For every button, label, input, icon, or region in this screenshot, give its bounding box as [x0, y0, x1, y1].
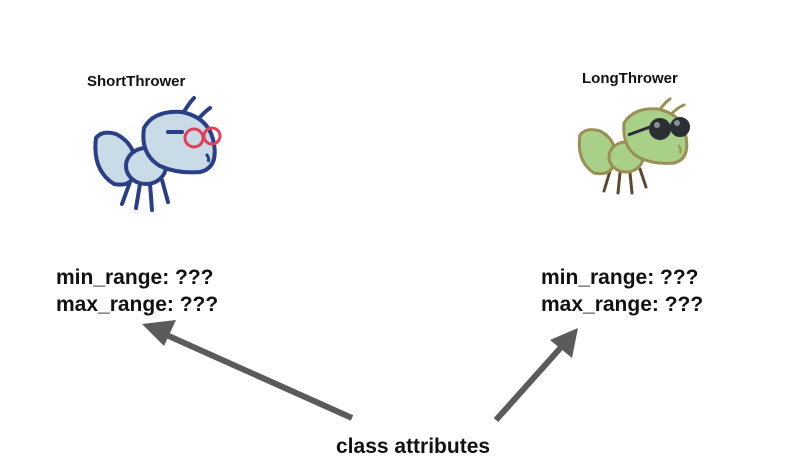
short-thrower-ant-icon — [82, 92, 232, 222]
class-attributes-caption: class attributes — [336, 435, 491, 458]
long-thrower-attributes: min_range: ??? max_range: ??? — [541, 264, 703, 318]
short-thrower-title: ShortThrower — [87, 73, 186, 90]
long-thrower-max-range: max_range: ??? — [541, 293, 704, 316]
long-thrower-min-range: min_range: ??? — [541, 266, 699, 289]
arrow-to-short-icon — [142, 320, 354, 421]
long-thrower-title: LongThrower — [582, 70, 678, 87]
long-thrower-ant-icon — [572, 95, 702, 205]
short-thrower-attributes: min_range: ??? max_range: ??? — [56, 264, 218, 318]
short-thrower-max-range: max_range: ??? — [56, 293, 219, 316]
arrow-to-long-icon — [493, 328, 578, 423]
short-thrower-min-range: min_range: ??? — [56, 266, 214, 289]
